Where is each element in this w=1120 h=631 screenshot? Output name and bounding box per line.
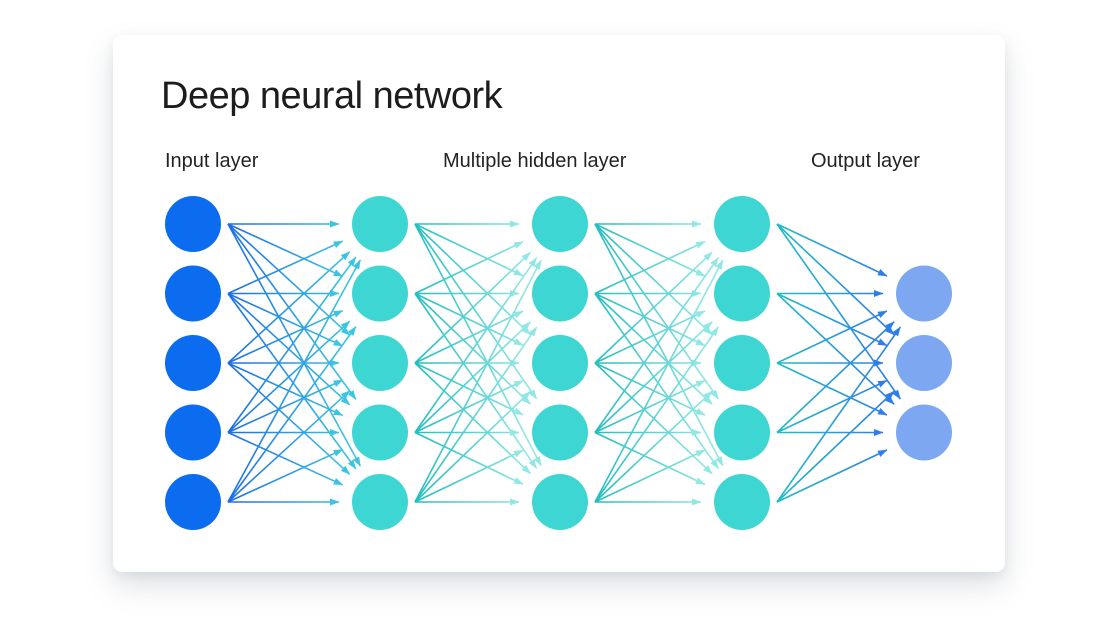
input-layer-label: Input layer: [165, 150, 259, 172]
diagram-card: Deep neural network Input layer Multiple…: [113, 35, 1005, 572]
hidden-layer-label: Multiple hidden layer: [443, 150, 627, 172]
page-title: Deep neural network: [161, 75, 503, 117]
output-layer-label: Output layer: [811, 150, 920, 172]
